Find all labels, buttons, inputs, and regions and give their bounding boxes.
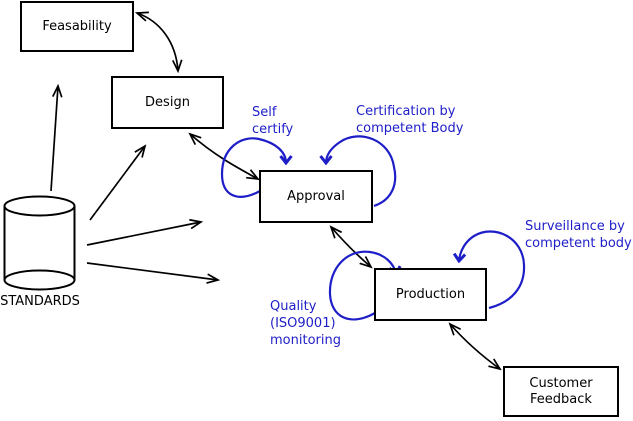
approval-production-arrow [331,227,371,267]
surveillance-annotation: Surveillance by competent body [525,219,632,251]
feasability-design-arrow [137,13,178,71]
customer-feedback-node: Customer Feedback [503,366,619,417]
self-certify-annotation: Self certify [252,105,294,137]
standards-to-design-arrow [89,146,145,221]
design-node: Design [111,76,224,129]
certification-annotation: Certification by competent Body [356,104,464,136]
certification-loop [326,135,397,208]
self-certify-loop [220,137,286,198]
standards-cylinder [3,195,76,291]
production-customer-feedback-arrow [450,324,500,369]
standards-to-feasability-arrow [50,86,58,192]
quality-monitoring-annotation: Quality (ISO9001) monitoring [270,299,341,348]
surveillance-loop [459,230,526,310]
standards-to-approval-arrow [86,222,201,246]
quality-monitoring-loop [328,250,396,321]
production-node: Production [374,268,487,321]
feasability-node: Feasability [20,1,134,52]
approval-node: Approval [259,170,373,223]
design-approval-arrow [190,134,258,179]
standards-to-production-arrow [86,262,218,280]
standards-label: STANDARDS [0,294,80,309]
